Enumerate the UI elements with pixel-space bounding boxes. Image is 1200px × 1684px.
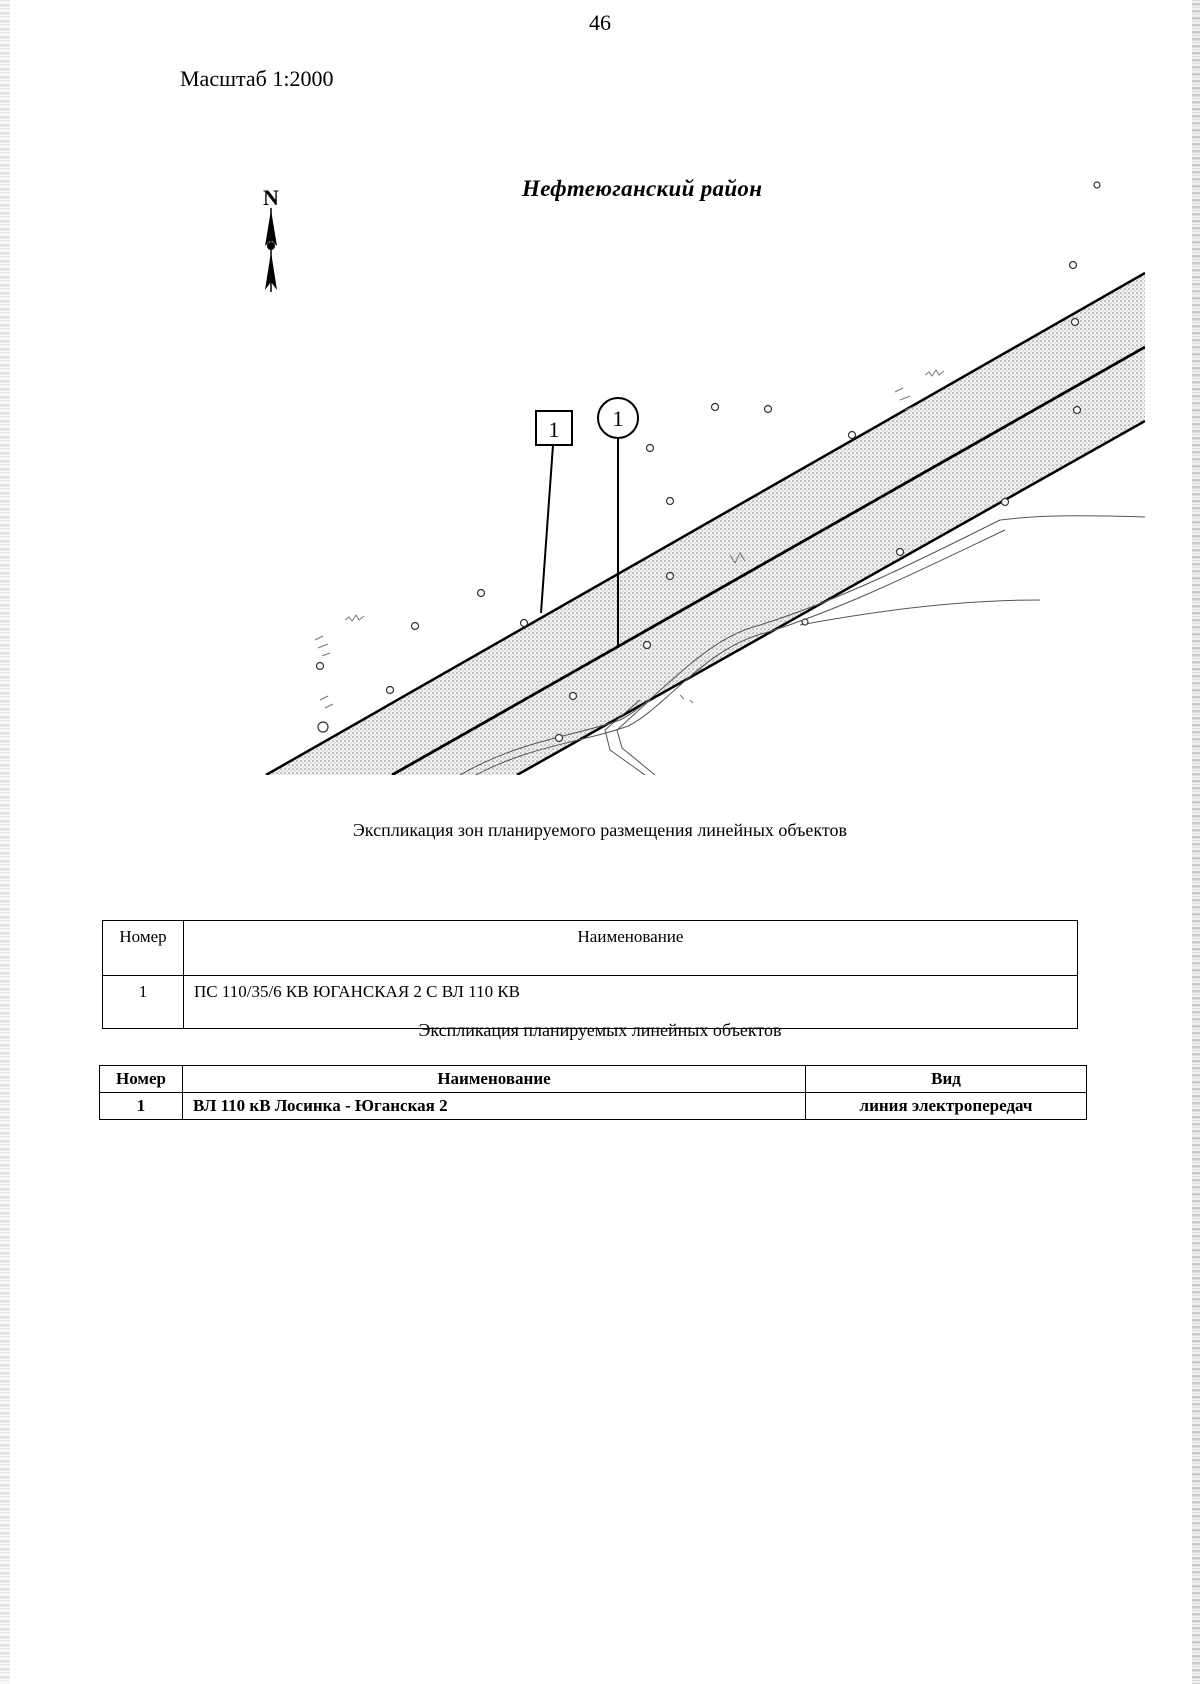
- cell-name: ВЛ 110 кВ Лосинка - Юганская 2: [182, 1092, 806, 1120]
- zones-table: Номер Наименование 1 ПС 110/35/6 КВ ЮГАН…: [102, 920, 1078, 1029]
- table-header-row: Номер Наименование Вид: [99, 1065, 1087, 1093]
- header-name: Наименование: [182, 1065, 806, 1093]
- power-line: [391, 345, 1145, 775]
- header-number: Номер: [99, 1065, 183, 1093]
- object-marker-label: 1: [613, 406, 624, 431]
- north-label: N: [263, 185, 279, 210]
- district-title: Нефтеюганский район: [522, 176, 763, 201]
- objects-table-caption: Экспликация планируемых линейных объекто…: [418, 1020, 782, 1040]
- zone-boundary-upper: [265, 271, 1145, 775]
- table-header-row: Номер Наименование: [102, 920, 1078, 976]
- table-row: 1 ВЛ 110 кВ Лосинка - Юганская 2 линия э…: [99, 1092, 1087, 1120]
- objects-table: Номер Наименование Вид 1 ВЛ 110 кВ Лосин…: [99, 1065, 1087, 1120]
- map-point-symbols: [315, 181, 1101, 743]
- north-arrow-icon: N: [263, 185, 279, 292]
- page-number: 46: [589, 10, 611, 35]
- cell-type: линия электропередач: [805, 1092, 1087, 1120]
- zone-marker: 1: [535, 410, 573, 614]
- scale-label: Масштаб 1:2000: [180, 66, 334, 91]
- zone-marker-label: 1: [549, 417, 560, 442]
- header-name: Наименование: [183, 920, 1078, 976]
- zones-table-caption: Экспликация зон планируемого размещения …: [352, 820, 848, 840]
- header-type: Вид: [805, 1065, 1087, 1093]
- cell-name: ПС 110/35/6 КВ ЮГАНСКАЯ 2 С ВЛ 110 КВ: [183, 975, 1078, 1029]
- table-row: 1 ПС 110/35/6 КВ ЮГАНСКАЯ 2 С ВЛ 110 КВ: [102, 975, 1078, 1029]
- header-number: Номер: [102, 920, 184, 976]
- object-marker: 1: [597, 397, 639, 648]
- scan-edge-right: [1192, 0, 1200, 1684]
- cell-number: 1: [102, 975, 184, 1029]
- cell-number: 1: [99, 1092, 183, 1120]
- map-drawing: N: [263, 181, 1145, 775]
- road-lines: [459, 515, 1145, 775]
- map-annotation-marks: [314, 369, 945, 709]
- scan-edge-left: [0, 0, 10, 1684]
